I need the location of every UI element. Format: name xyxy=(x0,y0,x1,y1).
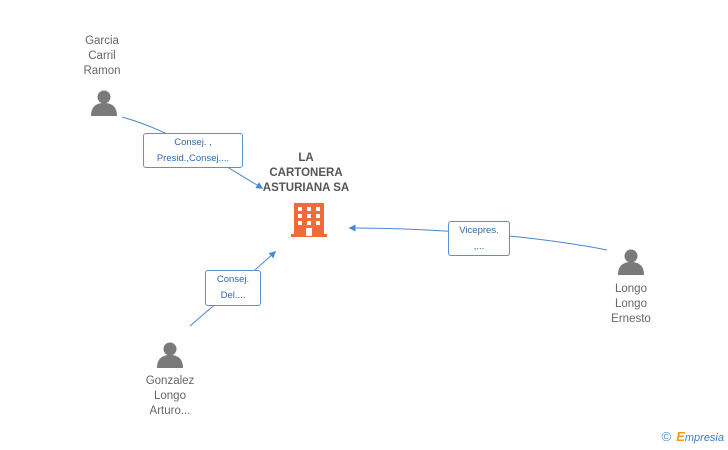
copyright-icon: © xyxy=(661,429,672,444)
building-icon[interactable] xyxy=(291,203,327,237)
relation-role-line1: Consej. xyxy=(216,274,250,285)
person-name-longo[interactable]: Longo Longo Ernesto xyxy=(611,283,651,325)
person-icon[interactable] xyxy=(618,249,644,276)
person-icon[interactable] xyxy=(91,90,117,117)
relation-role-line1: Vicepres. xyxy=(459,225,499,236)
relation-label-gonzalez[interactable]: Consej. Del.... xyxy=(205,270,261,306)
relation-role-line1: Consej. , xyxy=(174,137,212,148)
brand-logo-text: mpresia xyxy=(684,432,724,444)
person-name-garcia[interactable]: Garcia Carril Ramon xyxy=(83,35,121,77)
relation-role-line2: Del.... xyxy=(220,290,246,301)
relation-label-longo[interactable]: Vicepres. ,... xyxy=(448,221,510,256)
person-name-gonzalez[interactable]: Gonzalez Longo Arturo... xyxy=(145,375,195,417)
company-name[interactable]: LA CARTONERA ASTURIANA SA xyxy=(262,152,350,194)
brand-logo-initial: E xyxy=(676,429,685,444)
brand-footer: © Empresia xyxy=(662,429,724,444)
relation-label-garcia[interactable]: Consej. , Presid.,Consej.... xyxy=(143,133,243,168)
relation-role-line2: Presid.,Consej.... xyxy=(156,153,230,164)
relation-role-line2: ,... xyxy=(473,241,485,252)
person-icon[interactable] xyxy=(157,342,183,369)
